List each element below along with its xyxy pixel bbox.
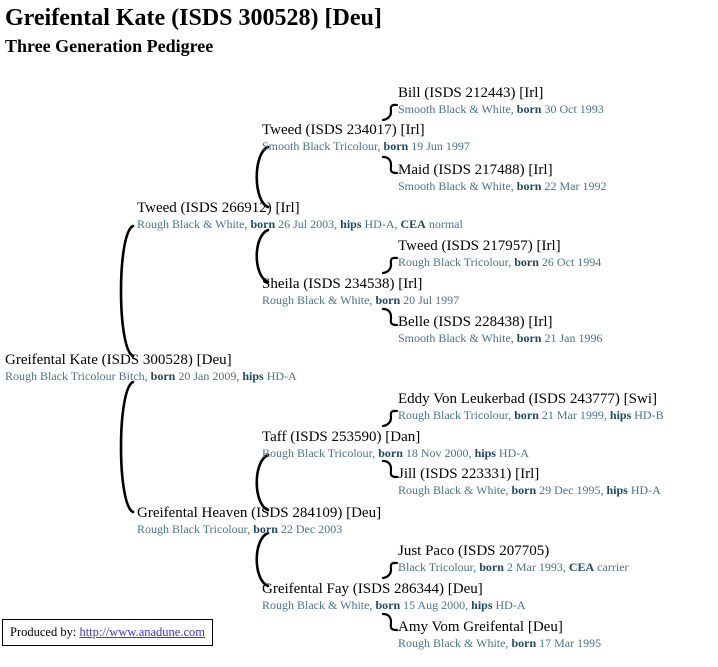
dog-details: Smooth Black & White, born 21 Jan 1996 bbox=[398, 331, 603, 345]
dog-name: Taff (ISDS 253590) [Dan] bbox=[262, 429, 421, 445]
connector-taff-dam bbox=[381, 459, 399, 479]
pedigree-node-heaven: Greifental Heaven (ISDS 284109) [Deu] Ro… bbox=[137, 505, 381, 536]
connector-tweed266912-sire bbox=[255, 145, 270, 209]
dog-name: Tweed (ISDS 266912) [Irl] bbox=[137, 200, 300, 216]
dog-details: Rough Black & White, born 29 Dec 1995, h… bbox=[398, 483, 661, 497]
connector-fay-sire bbox=[381, 561, 399, 580]
pedigree-node-fay: Greifental Fay (ISDS 286344) [Deu] Rough… bbox=[262, 581, 526, 612]
pedigree-node-amy: Amy Vom Greifental [Deu] Rough Black & W… bbox=[398, 619, 601, 650]
dog-name: Sheila (ISDS 234538) [Irl] bbox=[262, 276, 423, 292]
pedigree-node-eddy: Eddy Von Leukerbad (ISDS 243777) [Swi] R… bbox=[398, 391, 664, 422]
pedigree-node-just-paco: Just Paco (ISDS 207705) Black Tricolour,… bbox=[398, 543, 629, 574]
dog-details: Smooth Black Tricolour, born 19 Jun 1997 bbox=[262, 139, 470, 153]
pedigree-node-belle: Belle (ISDS 228438) [Irl] Smooth Black &… bbox=[398, 314, 602, 345]
connector-tweed234017-sire bbox=[381, 103, 399, 122]
pedigree-node-tweed-234017: Tweed (ISDS 234017) [Irl] Smooth Black T… bbox=[262, 122, 470, 153]
dog-name: Just Paco (ISDS 207705) bbox=[398, 543, 550, 559]
connector-fay-dam bbox=[381, 612, 399, 632]
dog-details: Smooth Black & White, born 30 Oct 1993 bbox=[398, 102, 604, 116]
dog-name: Greifental Fay (ISDS 286344) [Deu] bbox=[262, 581, 483, 597]
dog-details: Rough Black Tricolour, born 26 Oct 1994 bbox=[398, 255, 602, 269]
anadune-link[interactable]: http://www.anadune.com bbox=[79, 625, 205, 639]
dog-name: Eddy Von Leukerbad (ISDS 243777) [Swi] bbox=[398, 391, 658, 407]
connector-kate-dam bbox=[119, 380, 135, 514]
connector-sheila-sire bbox=[381, 256, 399, 275]
dog-details: Rough Black Tricolour Bitch, born 20 Jan… bbox=[5, 369, 297, 383]
connector-heaven-sire bbox=[255, 453, 270, 512]
dog-name: Tweed (ISDS 234017) [Irl] bbox=[262, 122, 425, 138]
pedigree-node-kate-subject: Greifental Kate (ISDS 300528) [Deu] Roug… bbox=[5, 352, 297, 383]
dog-name: Belle (ISDS 228438) [Irl] bbox=[398, 314, 553, 330]
connector-heaven-dam bbox=[255, 531, 270, 588]
dog-details: Rough Black Tricolour, born 22 Dec 2003 bbox=[137, 522, 343, 536]
page-title: Greifental Kate (ISDS 300528) [Deu] bbox=[5, 5, 382, 31]
dog-details: Rough Black & White, born 26 Jul 2003, h… bbox=[137, 217, 463, 231]
dog-name: Tweed (ISDS 217957) [Irl] bbox=[398, 238, 561, 254]
dog-details: Smooth Black & White, born 22 Mar 1992 bbox=[398, 179, 607, 193]
produced-by-box: Produced by: http://www.anadune.com bbox=[2, 619, 213, 646]
pedigree-node-jill: Jill (ISDS 223331) [Irl] Rough Black & W… bbox=[398, 466, 661, 497]
dog-details: Rough Black & White, born 20 Jul 1997 bbox=[262, 293, 460, 307]
pedigree-node-taff: Taff (ISDS 253590) [Dan] Rough Black Tri… bbox=[262, 429, 529, 460]
dog-name: Jill (ISDS 223331) [Irl] bbox=[398, 466, 540, 482]
pedigree-node-tweed-266912: Tweed (ISDS 266912) [Irl] Rough Black & … bbox=[137, 200, 463, 231]
dog-name: Greifental Heaven (ISDS 284109) [Deu] bbox=[137, 505, 382, 521]
dog-name: Greifental Kate (ISDS 300528) [Deu] bbox=[5, 352, 232, 368]
connector-taff-sire bbox=[381, 409, 399, 428]
connector-tweed266912-dam bbox=[255, 228, 270, 284]
dog-details: Rough Black Tricolour, born 21 Mar 1999,… bbox=[398, 408, 664, 422]
dog-details: Rough Black & White, born 15 Aug 2000, h… bbox=[262, 598, 526, 612]
dog-details: Rough Black & White, born 17 Mar 1995 bbox=[398, 636, 602, 650]
produced-by-label: Produced by: bbox=[10, 625, 80, 639]
dog-details: Black Tricolour, born 2 Mar 1993, CEA ca… bbox=[398, 560, 629, 574]
dog-details: Rough Black Tricolour, born 18 Nov 2000,… bbox=[262, 446, 529, 460]
dog-name: Maid (ISDS 217488) [Irl] bbox=[398, 162, 553, 178]
pedigree-node-maid: Maid (ISDS 217488) [Irl] Smooth Black & … bbox=[398, 162, 606, 193]
pedigree-node-sheila: Sheila (ISDS 234538) [Irl] Rough Black &… bbox=[262, 276, 459, 307]
connector-kate-sire bbox=[119, 224, 135, 358]
connector-tweed234017-dam bbox=[381, 155, 399, 175]
dog-name: Bill (ISDS 212443) [Irl] bbox=[398, 85, 544, 101]
page-subtitle: Three Generation Pedigree bbox=[5, 36, 214, 56]
connector-sheila-dam bbox=[381, 307, 399, 327]
pedigree-node-tweed-217957: Tweed (ISDS 217957) [Irl] Rough Black Tr… bbox=[398, 238, 601, 269]
pedigree-node-bill: Bill (ISDS 212443) [Irl] Smooth Black & … bbox=[398, 85, 604, 116]
dog-name: Amy Vom Greifental [Deu] bbox=[398, 619, 563, 635]
